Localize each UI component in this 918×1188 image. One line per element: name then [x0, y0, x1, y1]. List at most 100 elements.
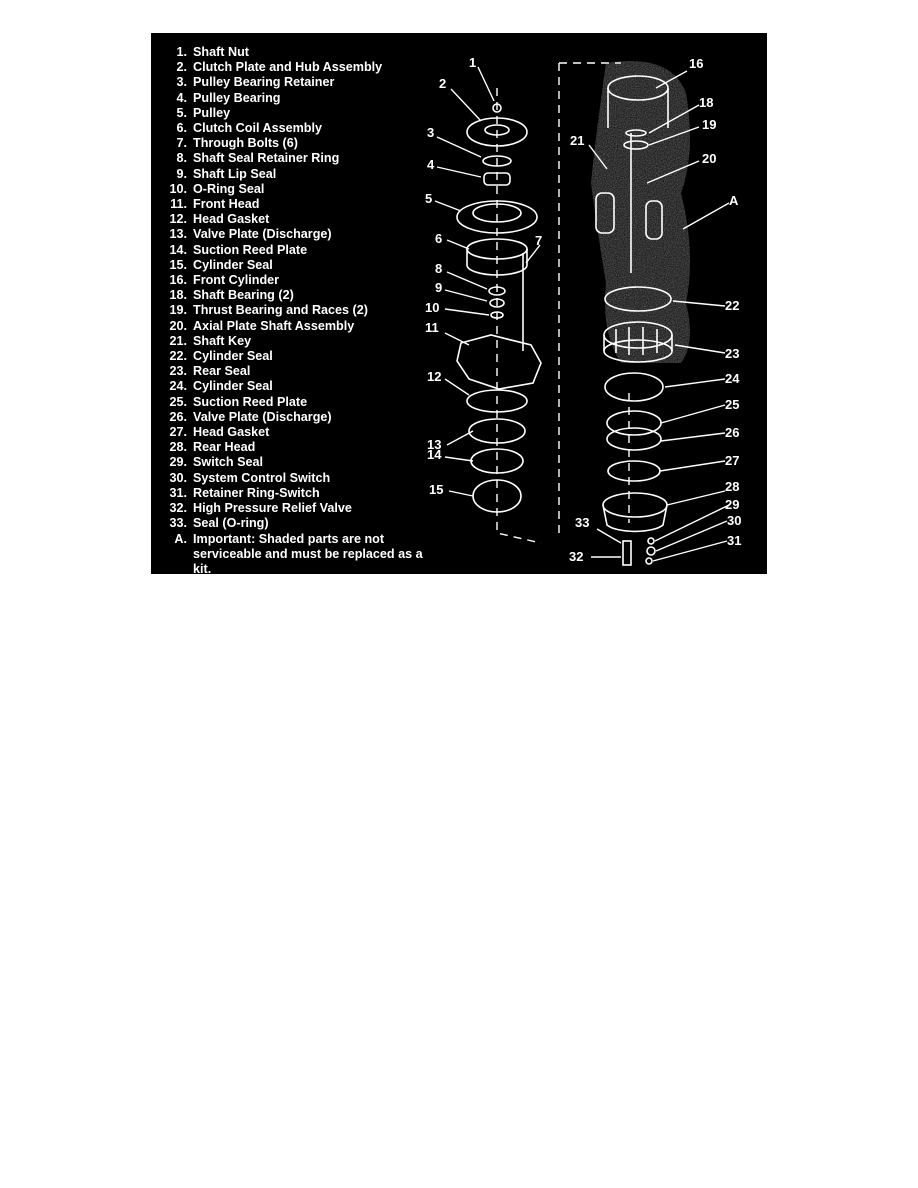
- rear-head-assembly: [602, 372, 668, 566]
- cylinder-seal-24: [604, 372, 664, 402]
- legend-item-number: 25.: [169, 394, 187, 409]
- legend-item-label: Shaft Bearing (2): [193, 288, 294, 303]
- callout-6: 6: [435, 231, 442, 246]
- callout-27: 27: [725, 453, 739, 468]
- legend-item: A.Important: Shaded parts are not servic…: [159, 532, 429, 575]
- legend-item: 1. Shaft Nut: [159, 45, 429, 60]
- legend-item-number: 12.: [169, 212, 187, 227]
- legend-item-label: Pulley Bearing Retainer: [193, 75, 335, 90]
- legend-item-number: 5.: [176, 105, 187, 120]
- legend-item-number: 26.: [169, 409, 187, 424]
- shaded-cylinder-kit: [591, 61, 690, 363]
- control-switch: [646, 546, 656, 556]
- legend-item: 25. Suction Reed Plate: [159, 395, 429, 410]
- legend-item-label: Shaft Nut: [193, 45, 249, 59]
- legend-item: 30. System Control Switch: [159, 471, 429, 486]
- lip-seal: [489, 298, 505, 308]
- legend-item: 12. Head Gasket: [159, 212, 429, 227]
- legend-item-number: 8.: [176, 151, 187, 166]
- assembly-axis-lines: [496, 62, 630, 544]
- legend-item-number: 1.: [176, 45, 187, 59]
- callout-30: 30: [727, 513, 741, 528]
- legend-item-number: 22.: [169, 349, 187, 364]
- legend-item-number: 3.: [176, 75, 187, 90]
- callout-7: 7: [535, 233, 542, 248]
- legend-item-number: 15.: [169, 257, 187, 272]
- legend-item: 29.Switch Seal: [159, 455, 429, 470]
- front-head: [456, 334, 542, 390]
- legend-item: 6.Clutch Coil Assembly: [159, 121, 429, 136]
- callout-20: 20: [702, 151, 716, 166]
- callout-19: 19: [702, 117, 716, 132]
- legend-item-number: 21.: [169, 333, 187, 348]
- legend-item: 32. High Pressure Relief Valve: [159, 501, 429, 516]
- legend-item: 19.Thrust Bearing and Races (2): [159, 303, 429, 318]
- legend-item-label: Clutch Coil Assembly: [193, 121, 322, 136]
- legend-item-number: 16.: [169, 273, 187, 288]
- legend-item-number: 24.: [169, 379, 187, 394]
- legend-item-label: Front Cylinder: [193, 273, 280, 288]
- callout-18: 18: [699, 95, 713, 110]
- retainer-ring: [488, 286, 506, 296]
- legend-item: 16. Front Cylinder: [159, 273, 429, 288]
- legend-item-label: System Control Switch: [193, 470, 331, 485]
- legend-item-label: Thrust Bearing and Races (2): [193, 303, 368, 318]
- legend-item-label: Suction Reed Plate: [193, 242, 308, 257]
- legend-item: 20.Axial Plate Shaft Assembly: [159, 319, 429, 334]
- legend-item-label: Axial Plate Shaft Assembly: [193, 318, 355, 333]
- legend-item-label: Rear Seal: [193, 364, 251, 379]
- legend-item-label: Switch Seal: [193, 455, 263, 470]
- head-gasket-rear: [607, 460, 661, 482]
- callout-13: 13: [427, 437, 441, 452]
- legend-item: 28.Rear Head: [159, 440, 429, 455]
- legend-item: 24. Cylinder Seal: [159, 379, 429, 394]
- callout-29: 29: [725, 497, 739, 512]
- cylinder-seal-rear: [604, 286, 672, 312]
- legend-item-label: High Pressure Relief Valve: [193, 501, 352, 516]
- legend-item-number: A.: [174, 531, 187, 546]
- legend-item-label: Through Bolts (6): [193, 136, 298, 151]
- callout-11: 11: [425, 320, 439, 335]
- legend-item: 33.Seal (O-ring): [159, 516, 429, 531]
- legend-item: 31.Retainer Ring-Switch: [159, 486, 429, 501]
- callout-9: 9: [435, 280, 442, 295]
- legend-item-label: Valve Plate (Discharge): [193, 227, 332, 242]
- legend-item: 7. Through Bolts (6): [159, 136, 429, 151]
- legend-item-label: Shaft Lip Seal: [193, 166, 277, 181]
- legend-item: 22.Cylinder Seal: [159, 349, 429, 364]
- callout-14: 14: [427, 447, 442, 462]
- callout-8: 8: [435, 261, 442, 276]
- legend-item-label: Valve Plate (Discharge): [193, 409, 332, 424]
- legend-item-number: 30.: [169, 470, 187, 485]
- legend-item: 5.Pulley: [159, 106, 429, 121]
- legend-item-label: Pulley Bearing: [193, 90, 281, 105]
- head-gasket-front: [466, 389, 528, 413]
- legend-item-number: 33.: [169, 516, 187, 531]
- legend-item-number: 32.: [169, 501, 187, 516]
- legend-item-number: 11.: [170, 197, 187, 212]
- legend-item: 23.Rear Seal: [159, 364, 429, 379]
- callout-33: 33: [575, 515, 589, 530]
- legend-item-number: 18.: [169, 288, 187, 303]
- legend-item-label: Suction Reed Plate: [193, 394, 308, 409]
- retainer-ring-switch: [645, 557, 653, 565]
- callout-A: A: [729, 193, 739, 208]
- legend-item: 9.Shaft Lip Seal: [159, 167, 429, 182]
- legend-item-label: Cylinder Seal: [193, 257, 273, 272]
- legend-item-label: Head Gasket: [193, 212, 270, 227]
- exploded-view-drawing: 1 2 3 4 5 6 7 8 9 10 11 12 13 14 15 16 1…: [425, 55, 741, 566]
- callout-31: 31: [727, 533, 741, 548]
- legend-item-label: Cylinder Seal: [193, 379, 273, 394]
- legend-item: 21.Shaft Key: [159, 334, 429, 349]
- callout-1: 1: [469, 55, 476, 70]
- callout-22: 22: [725, 298, 739, 313]
- legend-item-label: Shaft Seal Retainer Ring: [193, 151, 340, 166]
- legend-item-label: Retainer Ring-Switch: [193, 485, 320, 500]
- legend-item: 4.Pulley Bearing: [159, 91, 429, 106]
- legend-item-number: 7.: [176, 136, 187, 151]
- callout-numbers: 1 2 3 4 5 6 7 8 9 10 11 12 13 14 15 16 1…: [425, 55, 741, 564]
- legend-item: 14.Suction Reed Plate: [159, 243, 429, 258]
- legend-item-label: Clutch Plate and Hub Assembly: [193, 60, 383, 75]
- callout-15: 15: [429, 482, 443, 497]
